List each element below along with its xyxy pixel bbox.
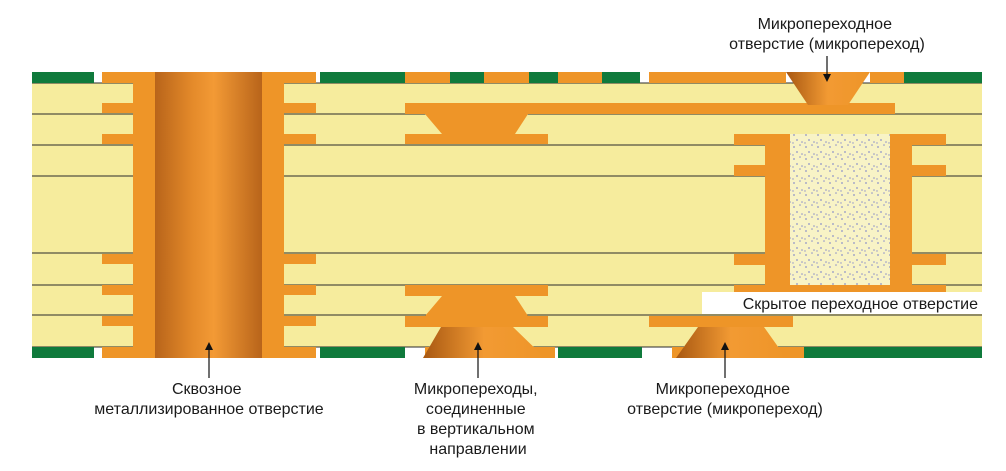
microvia-bottom-label-line2: отверстие (микропереход) [627, 401, 823, 418]
stacked-label-line3: в вертикальном [417, 421, 535, 438]
soldermask-bottom [32, 347, 982, 358]
microvia-top [786, 72, 870, 105]
microvia-bottom [649, 316, 804, 358]
through-hole-label-line1: Сквозное [172, 381, 242, 398]
buried-via-label: Скрытое переходное отверстие [743, 296, 978, 313]
stacked-label-line4: направлении [429, 441, 526, 458]
buried-via-label-bg [702, 292, 984, 314]
buried-via [734, 134, 946, 295]
microvia-bottom-label-line1: Микропереходное [656, 381, 791, 398]
stacked-microvias [405, 285, 555, 358]
through-hole-label: Сквозное металлизированное отверстие [94, 381, 323, 418]
soldermask-top [32, 72, 982, 83]
microvia-top-label-line2: отверстие (микропереход) [729, 36, 925, 53]
through-hole-label-line2: металлизированное отверстие [94, 401, 323, 418]
microvia-top-label: Микропереходное отверстие (микропереход) [729, 16, 925, 53]
stacked-label-line1: Микропереходы, [414, 381, 538, 398]
top-copper-pads [405, 72, 904, 83]
microvia-top-label-line1: Микропереходное [758, 16, 893, 33]
pointer-arrows [205, 56, 831, 378]
stacked-label-line2: соединенные [426, 401, 526, 418]
inner-trace-layer2 [405, 103, 895, 144]
through-hole-barrel [155, 72, 262, 358]
plated-through-hole [102, 72, 316, 358]
microvia-bottom-label: Микропереходное отверстие (микропереход) [627, 381, 823, 418]
stacked-microvias-label: Микропереходы, соединенные в вертикально… [414, 381, 542, 458]
